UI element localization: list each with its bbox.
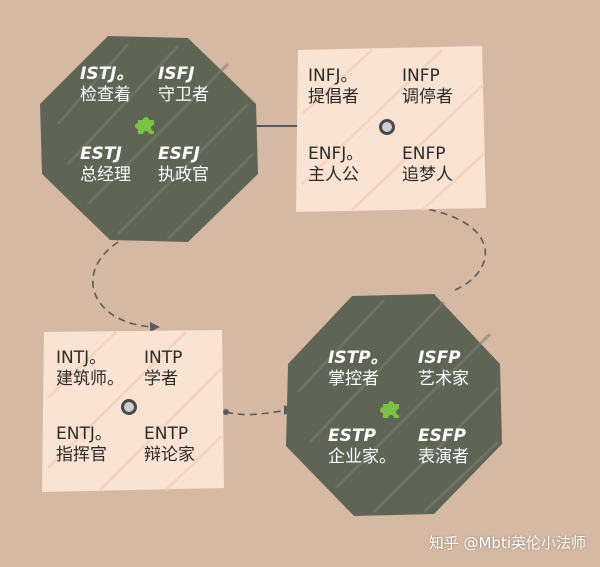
type-name: 掌控者 <box>328 369 379 390</box>
type-code: ENFP <box>402 144 446 164</box>
puzzle-icon <box>135 117 154 134</box>
type-code: ESFJ <box>158 144 200 164</box>
connector-dot <box>223 409 229 415</box>
type-cell-istj: ISTJ。 检查着 <box>80 64 134 107</box>
type-name: 追梦人 <box>402 165 453 186</box>
type-code: INTJ。 <box>56 348 107 368</box>
type-cell-isfj: ISFJ 守卫者 <box>158 64 209 107</box>
type-name: 艺术家 <box>418 369 469 390</box>
type-name: 学者 <box>144 369 178 390</box>
type-code: ESTP <box>328 426 376 446</box>
type-code: ISTP。 <box>328 348 388 368</box>
type-name: 表演者 <box>418 447 469 468</box>
type-code: ISFJ <box>158 64 195 84</box>
type-code: INFJ。 <box>308 66 358 86</box>
type-cell-isfp: ISFP 艺术家 <box>418 348 469 391</box>
connector-nt-sp <box>225 409 291 416</box>
puzzle-icon <box>380 401 399 418</box>
panel-nt: INTJ。 建筑师。 INTP 学者 ENTJ。 指挥官 ENTP 辩论家 <box>40 328 226 494</box>
type-code: ISFP <box>418 348 461 368</box>
type-name: 企业家。 <box>328 447 396 468</box>
type-cell-estp: ESTP 企业家。 <box>328 426 396 469</box>
type-code: ESTJ <box>80 144 122 164</box>
type-name: 检查着 <box>80 85 131 106</box>
type-cell-istp: ISTP。 掌控者 <box>328 348 388 391</box>
type-name: 提倡者 <box>308 87 359 108</box>
type-cell-estj: ESTJ 总经理 <box>80 144 131 187</box>
panel-nf: INFJ。 提倡者 INFP 调停者 ENFJ。 主人公 ENFP 追梦人 <box>292 44 488 214</box>
arrowhead-nt <box>150 322 160 332</box>
type-code: INTP <box>144 348 183 368</box>
type-cell-entj: ENTJ。 指挥官 <box>56 424 112 467</box>
type-name: 调停者 <box>402 87 453 108</box>
type-cell-enfj: ENFJ。 主人公 <box>308 144 363 187</box>
type-code: ENTJ。 <box>56 424 112 444</box>
type-cell-intj: INTJ。 建筑师。 <box>56 348 124 391</box>
type-name: 总经理 <box>80 165 131 186</box>
type-code: ISTJ。 <box>80 64 134 84</box>
panel-sj-background <box>40 36 258 242</box>
type-name: 主人公 <box>308 165 359 186</box>
type-code: ENFJ。 <box>308 144 364 164</box>
type-name: 执政官 <box>158 165 209 186</box>
button-icon <box>121 399 137 415</box>
type-cell-infj: INFJ。 提倡者 <box>308 66 359 109</box>
type-cell-esfj: ESFJ 执政官 <box>158 144 209 187</box>
type-cell-infp: INFP 调停者 <box>402 66 453 109</box>
panel-sp: ISTP。 掌控者 ISFP 艺术家 ESTP 企业家。 ESFP 表演者 <box>284 292 504 518</box>
type-cell-entp: ENTP 辩论家 <box>144 424 195 467</box>
type-code: ENTP <box>144 424 189 444</box>
type-name: 守卫者 <box>158 85 209 106</box>
panel-sj: ISTJ。 检查着 ISFJ 守卫者 ESTJ 总经理 ESFJ 执政官 <box>38 34 260 244</box>
type-cell-enfp: ENFP 追梦人 <box>402 144 453 187</box>
watermark: 知乎 @Mbti英伦小法师 <box>428 534 586 552</box>
type-code: INFP <box>402 66 440 86</box>
type-name: 指挥官 <box>56 445 107 466</box>
type-code: ESFP <box>418 426 466 446</box>
type-name: 建筑师。 <box>56 369 124 390</box>
connector-sj-nt <box>91 241 156 328</box>
button-icon <box>379 119 395 135</box>
type-cell-esfp: ESFP 表演者 <box>418 426 469 469</box>
type-cell-intp: INTP 学者 <box>144 348 182 391</box>
type-name: 辩论家 <box>144 445 195 466</box>
connector-sp-nf <box>399 204 487 291</box>
